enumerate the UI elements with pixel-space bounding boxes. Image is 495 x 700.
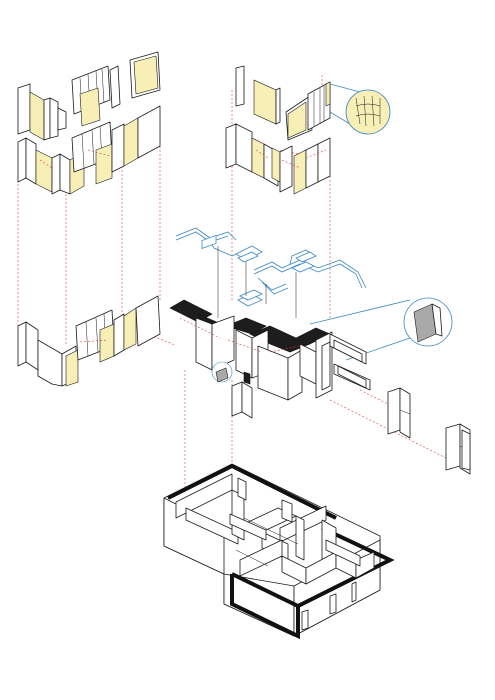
building-shell-base	[163, 463, 395, 640]
detail-callout-panel	[211, 297, 453, 383]
detail-callout-window	[329, 83, 391, 135]
cabinet-units-right	[315, 331, 471, 475]
wall-panels-top-left-upper	[17, 51, 161, 141]
window-detail-circle	[345, 89, 391, 135]
wall-panels-top-left-lower	[17, 105, 161, 195]
wall-panels-top-right-upper	[235, 65, 331, 141]
central-core-structure	[169, 299, 331, 419]
wall-panels-top-right-lower	[225, 123, 331, 195]
ductwork-system	[175, 227, 367, 318]
wall-panels-middle-left	[17, 295, 161, 387]
